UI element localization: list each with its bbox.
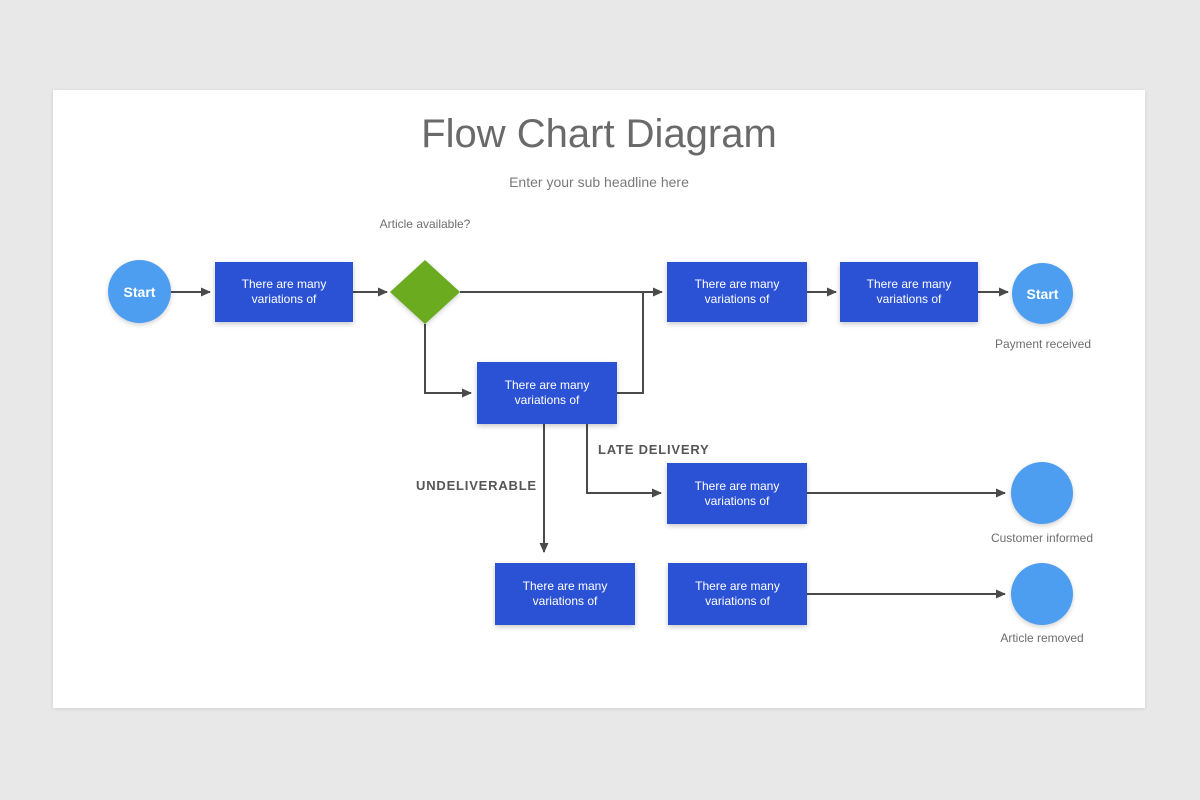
- slide-subtitle: Enter your sub headline here: [509, 174, 689, 190]
- process-box-1: There are many variations of: [215, 262, 353, 322]
- process-box-2: There are many variations of: [667, 262, 807, 322]
- branch-label-late-delivery: LATE DELIVERY: [598, 442, 710, 457]
- process-box-late-delivery: There are many variations of: [667, 463, 807, 524]
- decision-label: Article available?: [379, 217, 471, 231]
- connector-middlebox-to-yes-line: [617, 292, 644, 394]
- slide-canvas: Flow Chart Diagram Enter your sub headli…: [53, 90, 1145, 708]
- process-box-bottom-right-label: There are many variations of: [695, 579, 780, 608]
- caption-article-removed: Article removed: [1000, 631, 1084, 645]
- connector-layer: [171, 260, 1009, 599]
- terminal-start-left-label: Start: [123, 283, 156, 300]
- terminal-start-right-label: Start: [1026, 285, 1059, 302]
- slide-title: Flow Chart Diagram: [421, 112, 777, 156]
- process-box-3-label: There are many variations of: [866, 277, 952, 306]
- terminal-start-left: Start: [108, 260, 171, 323]
- decision-diamond: [390, 260, 460, 324]
- terminal-article-removed: [1011, 563, 1073, 625]
- process-box-1-label: There are many variations of: [241, 277, 327, 306]
- connector-decision-to-middlebox: [424, 324, 472, 398]
- process-box-3: There are many variations of: [840, 262, 978, 322]
- process-box-undeliverable-label: There are many variations of: [522, 579, 608, 608]
- terminal-start-right: Start: [1012, 263, 1073, 324]
- branch-label-undeliverable: UNDELIVERABLE: [416, 478, 537, 493]
- process-box-bottom-right: There are many variations of: [668, 563, 807, 625]
- process-box-middle: There are many variations of: [477, 362, 617, 424]
- process-box-middle-label: There are many variations of: [504, 378, 590, 407]
- caption-payment-received: Payment received: [994, 337, 1092, 351]
- terminal-customer-informed: [1011, 462, 1073, 524]
- connector-late-delivery: [586, 424, 662, 498]
- process-box-2-label: There are many variations of: [694, 277, 780, 306]
- process-box-undeliverable: There are many variations of: [495, 563, 635, 625]
- caption-customer-informed: Customer informed: [990, 531, 1094, 545]
- process-box-late-delivery-label: There are many variations of: [694, 478, 780, 508]
